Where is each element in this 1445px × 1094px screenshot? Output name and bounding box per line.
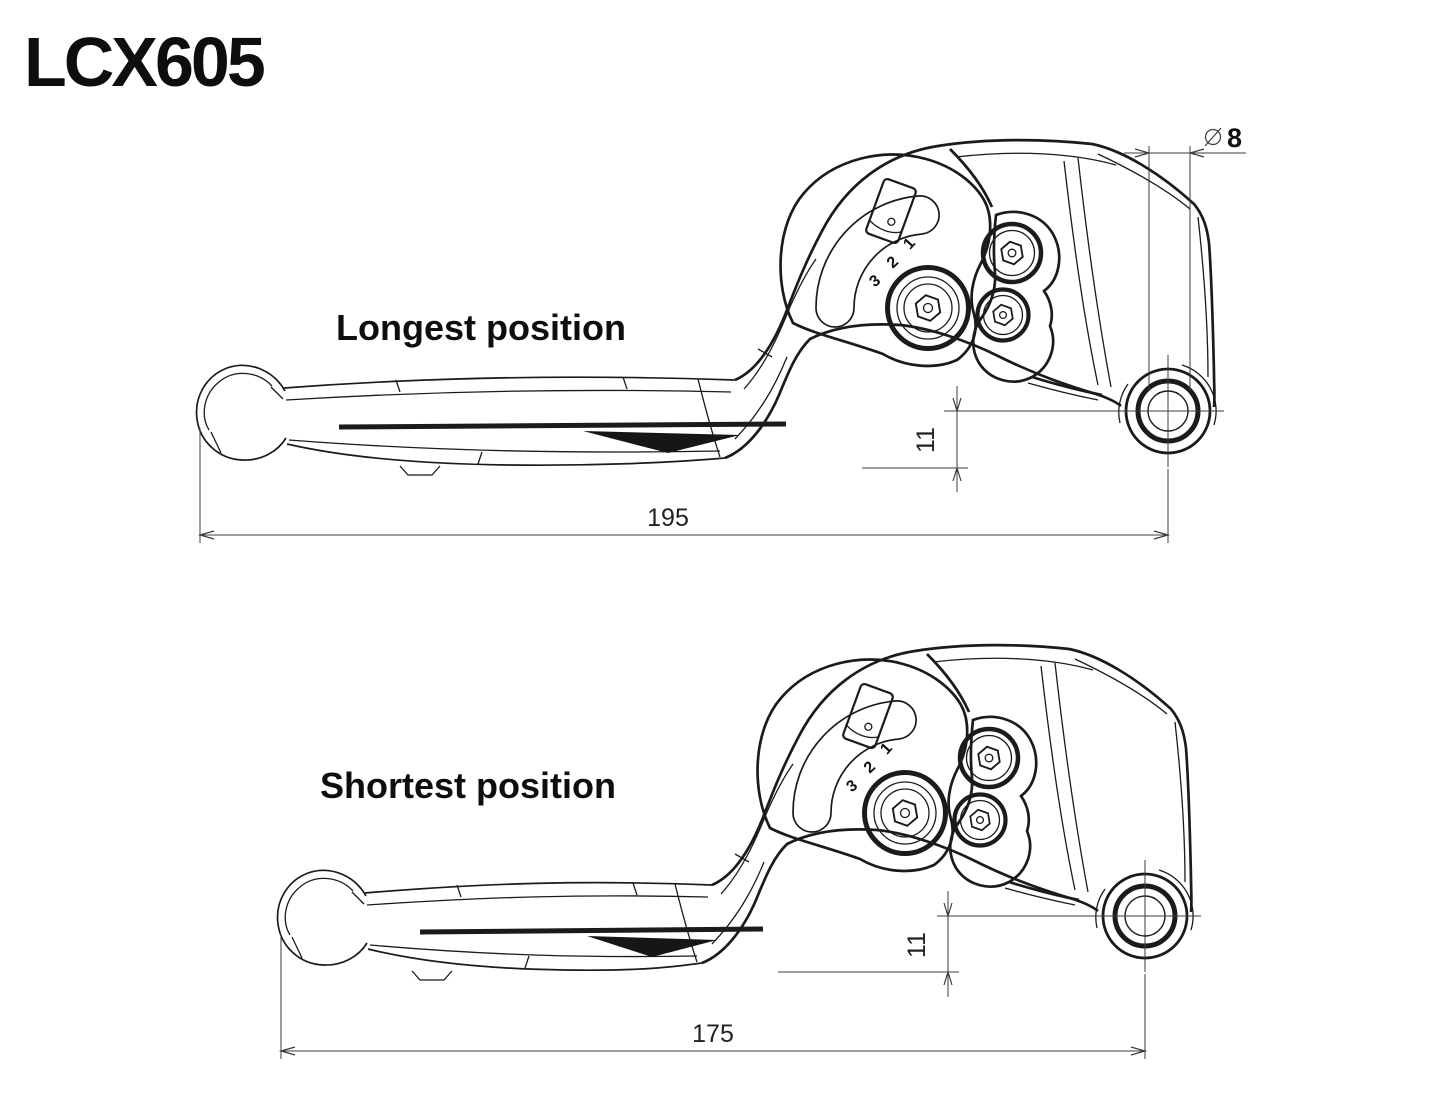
diameter-symbol-icon [1204, 127, 1222, 147]
view-shortest-drawing [276, 645, 1201, 980]
dim-diameter-8: 8 [1124, 123, 1246, 390]
dim-offset-11-bottom: 11 [778, 891, 1098, 997]
dim-text-offset-bottom: 11 [903, 932, 931, 958]
ball-shortest [276, 869, 368, 966]
view-label-longest: Longest position [336, 307, 626, 348]
dim-text-length-bottom: 175 [692, 1020, 734, 1048]
dim-offset-11-top: 11 [862, 386, 1121, 492]
dim-text-diameter-value: 8 [1227, 123, 1242, 153]
dim-length-175: 175 [278, 934, 1148, 1059]
arm-shortest [702, 645, 1201, 972]
blade-longest [284, 377, 786, 475]
dim-text-length-top: 195 [647, 504, 689, 532]
page-title: LCX605 [24, 23, 264, 101]
dim-text-offset-top: 11 [912, 427, 940, 453]
dim-length-195: 195 [197, 428, 1171, 543]
blade-shortest [365, 883, 763, 980]
ball-longest [195, 364, 287, 461]
view-label-shortest: Shortest position [320, 765, 616, 806]
